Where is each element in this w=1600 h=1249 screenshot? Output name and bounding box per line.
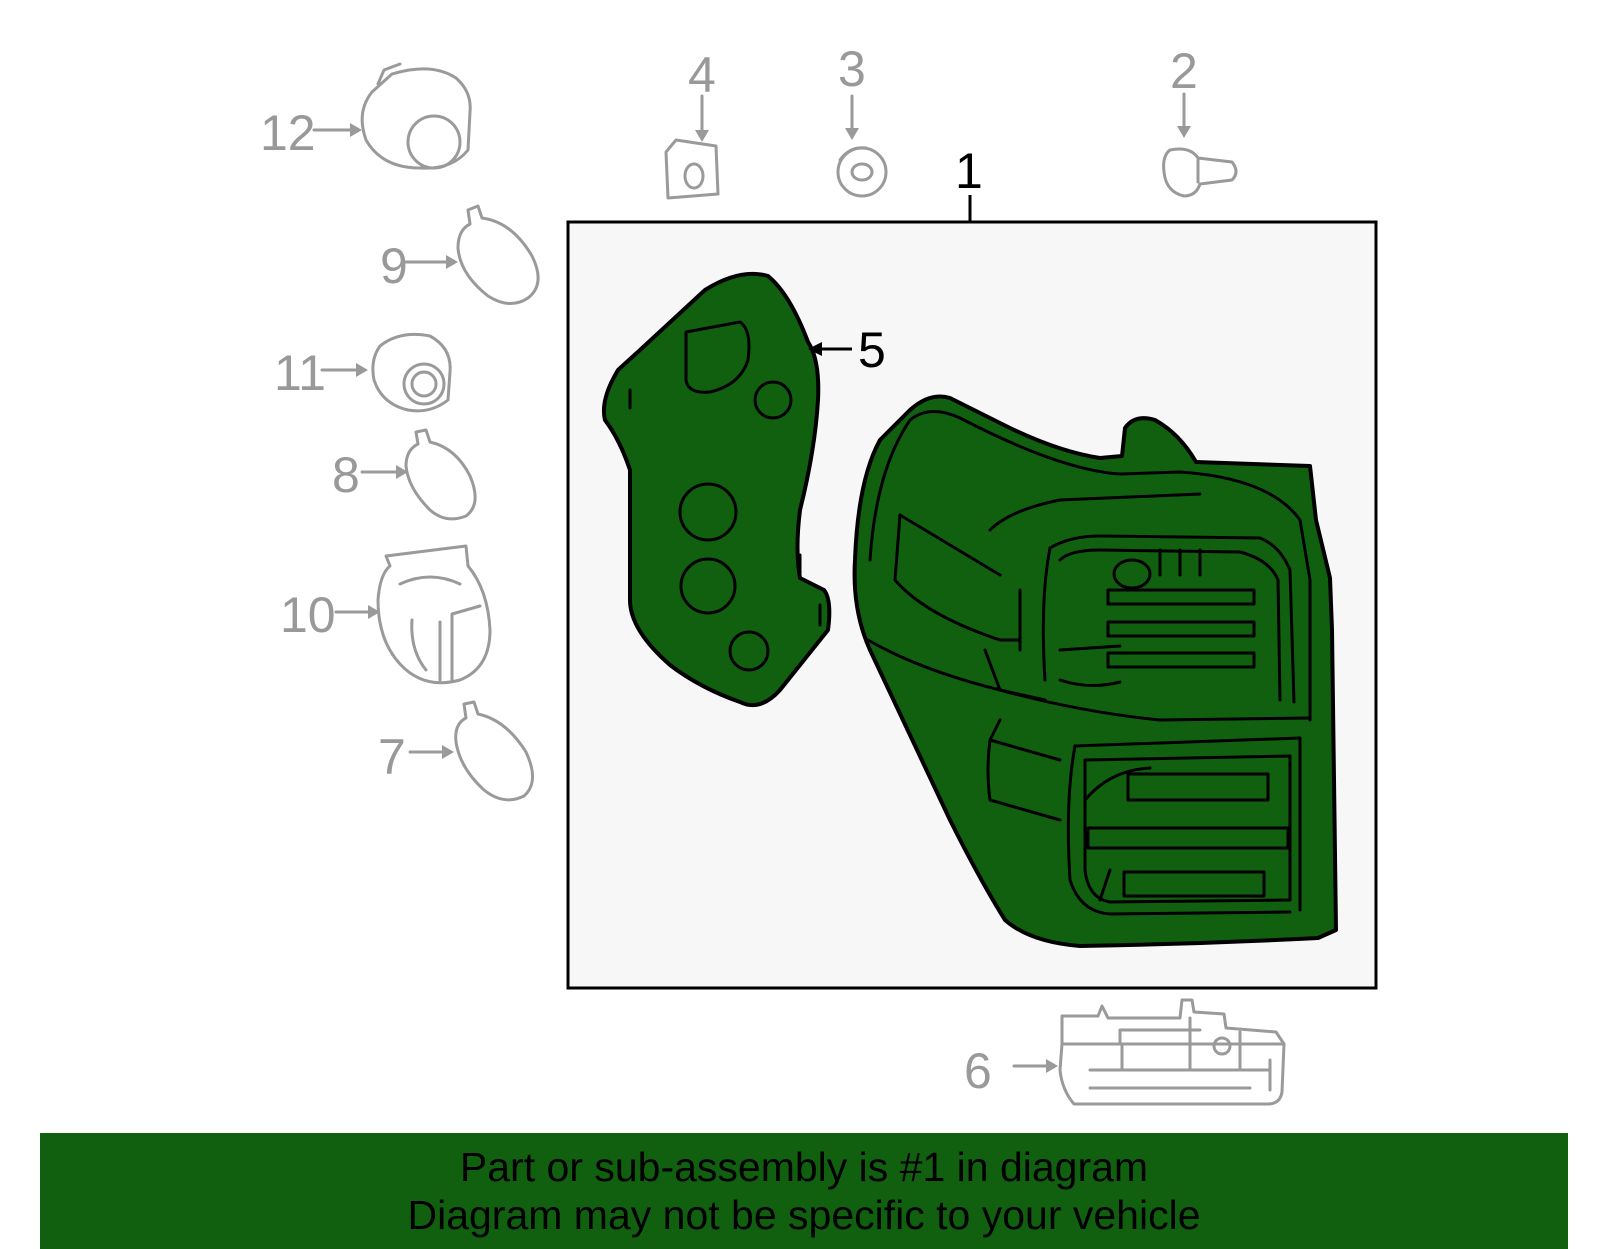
part-1-tail-lamp[interactable] bbox=[852, 394, 1338, 948]
part-9-bulb[interactable] bbox=[404, 204, 540, 305]
part-12-socket[interactable] bbox=[312, 62, 472, 170]
part-5-gasket[interactable] bbox=[601, 271, 832, 707]
callout-3-label: 3 bbox=[838, 41, 866, 97]
part-4-clip[interactable] bbox=[664, 94, 720, 200]
callout-1-label: 1 bbox=[955, 143, 983, 199]
callout-7-label: 7 bbox=[378, 729, 406, 785]
callout-4-label: 4 bbox=[688, 47, 716, 103]
part-10-socket[interactable] bbox=[334, 544, 492, 685]
part-3-nut[interactable] bbox=[836, 94, 888, 198]
part-11-socket[interactable] bbox=[320, 332, 452, 413]
callout-5-label: 5 bbox=[858, 322, 886, 378]
callout-6-label: 6 bbox=[964, 1043, 992, 1099]
notice-banner: Part or sub-assembly is #1 in diagram Di… bbox=[40, 1133, 1568, 1249]
notice-line-1: Part or sub-assembly is #1 in diagram bbox=[459, 1144, 1149, 1190]
part-2-retainer[interactable] bbox=[1162, 92, 1238, 198]
part-8-bulb[interactable] bbox=[360, 428, 477, 521]
callout-12-label: 12 bbox=[260, 105, 316, 161]
part-7-bulb[interactable] bbox=[408, 700, 534, 802]
notice-line-2: Diagram may not be specific to your vehi… bbox=[407, 1192, 1201, 1238]
callout-10-label: 10 bbox=[280, 587, 336, 643]
callout-5-arrowhead bbox=[808, 342, 822, 356]
callout-11-label: 11 bbox=[274, 345, 326, 401]
part-6-lamp-assembly[interactable] bbox=[1012, 998, 1286, 1106]
callout-9-label: 9 bbox=[380, 238, 408, 294]
callout-2-label: 2 bbox=[1170, 43, 1198, 99]
callout-8-label: 8 bbox=[332, 447, 360, 503]
